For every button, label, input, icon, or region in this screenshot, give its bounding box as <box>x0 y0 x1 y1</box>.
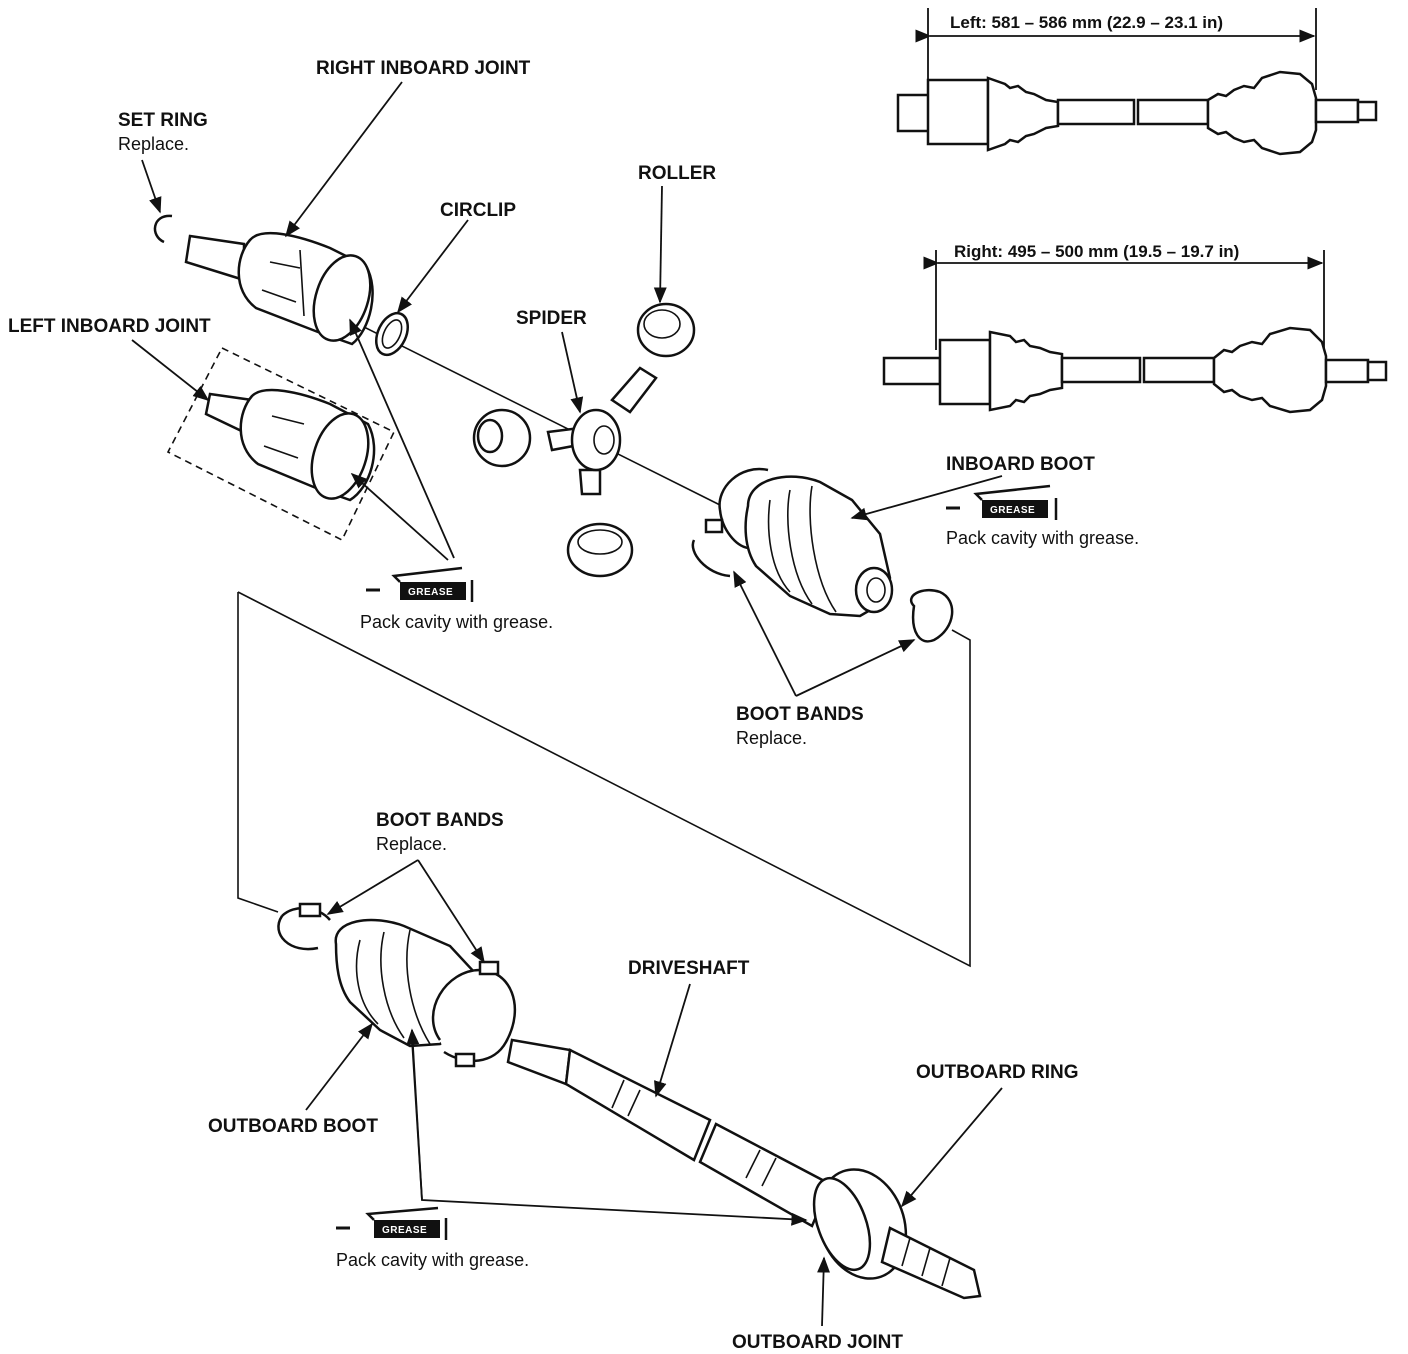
arrow-inboard-boot <box>850 475 1003 521</box>
outboard-joint <box>812 1168 982 1300</box>
svg-text:GREASE: GREASE <box>382 1225 427 1236</box>
circlip <box>375 311 409 357</box>
arrow-boot-bands-lower-b <box>417 859 485 964</box>
inboard-boot-band-small <box>691 539 954 643</box>
arrow-roller <box>653 185 667 304</box>
label-boot-bands-lower-note: Replace. <box>376 834 447 854</box>
label-outboard-boot: OUTBOARD BOOT <box>208 1116 378 1137</box>
arrow-boot-bands-upper-a <box>733 570 797 697</box>
arrow-spider <box>561 331 584 414</box>
grease-tube-icon: GREASE <box>366 566 474 602</box>
set-ring <box>153 214 173 244</box>
label-boot-bands-lower: BOOT BANDS <box>376 810 504 831</box>
spider <box>546 366 658 496</box>
assembly-bracket <box>237 591 971 968</box>
label-driveshaft: DRIVESHAFT <box>628 958 750 979</box>
arrow-outboard-ring <box>900 1087 1003 1208</box>
label-left-inboard-joint: LEFT INBOARD JOINT <box>8 316 211 337</box>
dimension-left: Left: 581 – 586 mm (22.9 – 23.1 in) <box>950 13 1223 32</box>
right-inboard-joint <box>184 232 374 346</box>
arrow-grease-inboard-b <box>350 472 449 561</box>
arrow-boot-bands-lower-a <box>326 859 419 915</box>
label-roller: ROLLER <box>638 163 716 184</box>
arrow-driveshaft <box>654 983 691 1098</box>
arrow-set-ring <box>141 159 162 214</box>
grease-tube-icon: GREASE <box>336 1206 448 1240</box>
arrow-left-inboard-joint <box>131 339 210 402</box>
label-right-inboard-joint: RIGHT INBOARD JOINT <box>316 58 531 79</box>
arrow-outboard-boot <box>305 1022 373 1111</box>
label-set-ring-note: Replace. <box>118 134 189 154</box>
label-inboard-boot-note: Pack cavity with grease. <box>946 528 1139 548</box>
roller-top <box>636 302 696 358</box>
label-outboard-ring: OUTBOARD RING <box>916 1062 1079 1083</box>
outboard-boot-band-small <box>277 902 331 951</box>
arrow-circlip <box>397 219 469 314</box>
leader-arrows <box>131 81 1003 1327</box>
label-boot-bands-upper: BOOT BANDS <box>736 704 864 725</box>
svg-text:GREASE: GREASE <box>408 587 453 598</box>
outboard-boot-band-large <box>431 960 517 1068</box>
label-inboard-joint-note: Pack cavity with grease. <box>360 612 553 632</box>
arrow-right-inboard-joint <box>285 81 403 238</box>
dimension-right: Right: 495 – 500 mm (19.5 – 19.7 in) <box>954 242 1239 261</box>
inboard-boot-band-large <box>704 467 769 550</box>
label-spider: SPIDER <box>516 308 587 329</box>
label-inboard-boot: INBOARD BOOT <box>946 454 1095 475</box>
driveshaft <box>506 1038 832 1228</box>
right-shaft-assembly <box>882 250 1388 414</box>
label-outboard-note: Pack cavity with grease. <box>336 1250 529 1270</box>
arrow-boot-bands-upper-b <box>795 639 916 697</box>
arrow-grease-outboard-up <box>406 1028 423 1201</box>
svg-text:GREASE: GREASE <box>990 505 1035 516</box>
inboard-boot <box>744 475 894 618</box>
label-boot-bands-upper-note: Replace. <box>736 728 807 748</box>
arrow-outboard-joint <box>817 1256 831 1327</box>
label-outboard-joint: OUTBOARD JOINT <box>732 1332 903 1353</box>
left-inboard-joint <box>166 346 396 542</box>
roller-left <box>472 408 532 468</box>
label-circlip: CIRCLIP <box>440 200 516 221</box>
grease-tube-icon: GREASE <box>946 484 1058 520</box>
arrow-grease-inboard-a <box>349 318 455 559</box>
left-shaft-assembly <box>896 8 1378 156</box>
label-set-ring: SET RING <box>118 110 208 131</box>
roller-bottom <box>566 522 634 578</box>
